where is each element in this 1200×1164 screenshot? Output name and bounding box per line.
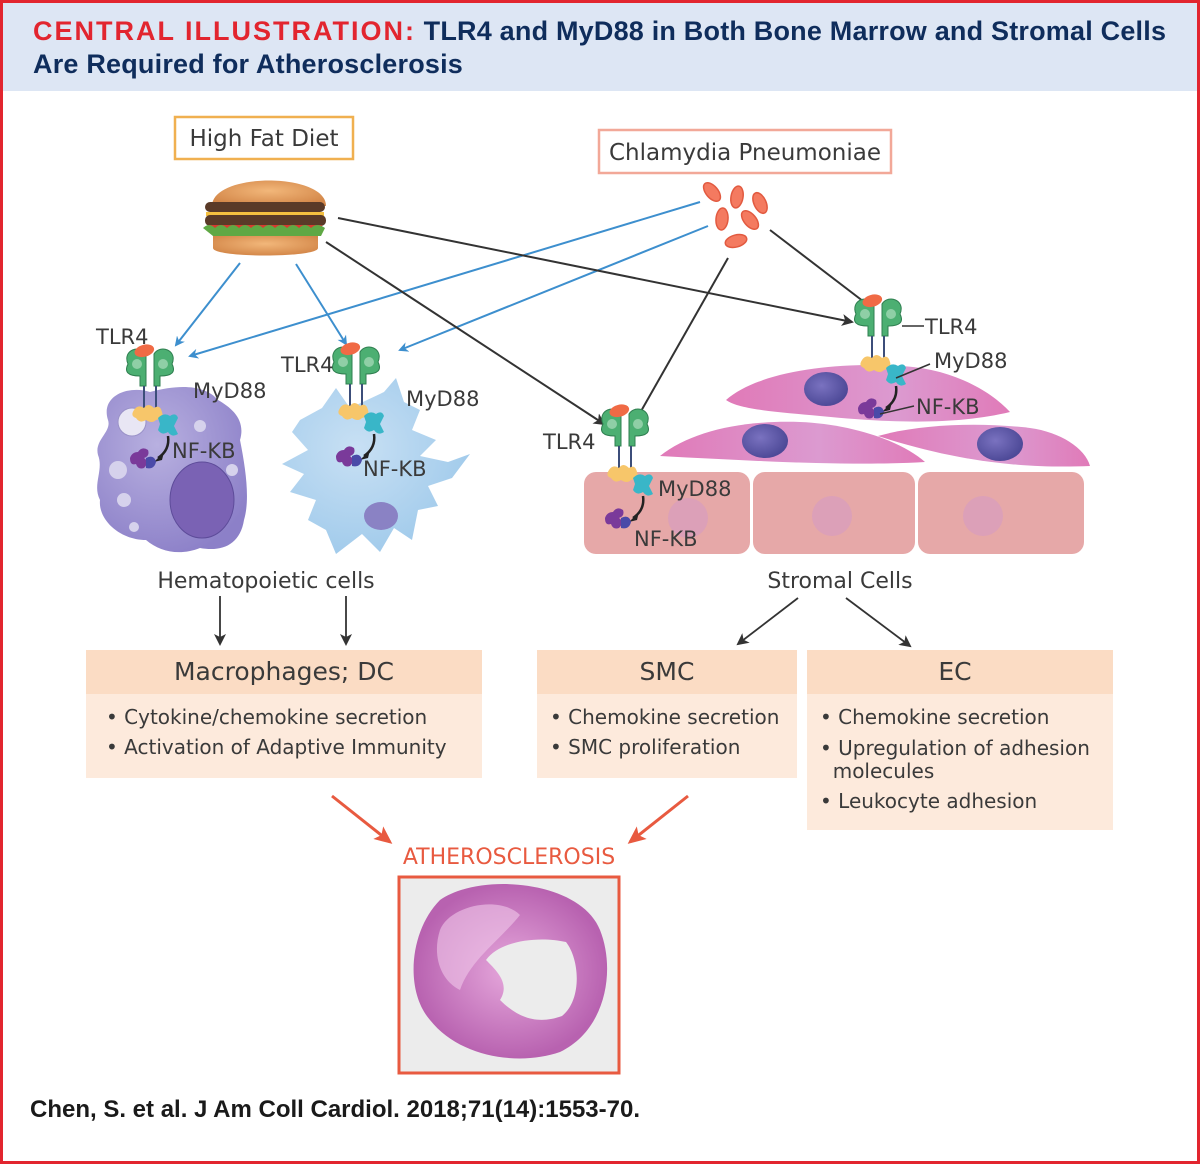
bullet-item: • Chemokine secretion: [550, 705, 779, 729]
blue-arrows: [174, 201, 709, 359]
ec-box: EC • Chemokine secretion • Upregulation …: [807, 650, 1113, 830]
bullet-item: • SMC proliferation: [550, 735, 740, 759]
high-fat-diet-label: High Fat Diet: [190, 126, 339, 152]
nfkb-label-smc: NF-ΚB: [916, 395, 980, 419]
atherosclerosis-arrows: [331, 794, 689, 844]
box-title-smc: SMC: [640, 657, 695, 686]
arrow-diet-to-dc: [295, 263, 348, 346]
dendritic-cell: [282, 378, 470, 554]
hematopoietic-cells-label: Hematopoietic cells: [157, 569, 374, 594]
macrophage-cell: [97, 387, 247, 553]
bullet-item: • Cytokine/chemokine secretion: [106, 705, 427, 729]
arrow-diet-to-ec: [325, 241, 606, 426]
bacteria-icon: [702, 181, 768, 249]
high-fat-diet-box: High Fat Diet: [173, 115, 355, 161]
chlamydia-pneumoniae-label: Chlamydia Pneumoniae: [609, 140, 881, 166]
arrow-diet-to-smc: [337, 217, 854, 326]
arrow-pathogen-to-macrophage: [188, 201, 701, 359]
atherosclerosis-label: ATHEROSCLEROSIS: [403, 845, 615, 870]
bullet-item-continued: molecules: [820, 759, 934, 783]
tlr4-label-dc: TLR4: [280, 353, 333, 377]
myd88-label-dc: MyD88: [406, 387, 479, 411]
endothelial-cells: [584, 472, 1084, 554]
nfkb-leader-line: [879, 405, 915, 415]
hamburger-icon: [203, 180, 326, 256]
outcome-arrows: [214, 596, 912, 648]
arrow-pathogen-to-smc: [769, 229, 874, 310]
arrow-to-smc: [736, 597, 799, 646]
arrow-diet-to-macrophage: [174, 262, 241, 347]
arrow-hematopoietic-to-atherosclerosis: [331, 794, 393, 844]
arrow-pathogen-to-dc: [398, 225, 709, 352]
macrophages-dc-box: Macrophages; DC • Cytokine/chemokine sec…: [86, 650, 482, 778]
myd88-label-ec: MyD88: [658, 477, 731, 501]
nfkb-label-ec: NF-ΚB: [634, 527, 698, 551]
tlr4-label-macrophage: TLR4: [95, 325, 148, 349]
nfkb-label-dc: NF-ΚB: [363, 457, 427, 481]
page-title: CENTRAL ILLUSTRATION: TLR4 and MyD88 in …: [33, 15, 1173, 81]
bullet-item: • Activation of Adaptive Immunity: [106, 735, 447, 759]
title-text: TLR4 and MyD88 in Both Bone Marrow and S…: [33, 16, 1167, 79]
arrow-to-ec: [845, 597, 912, 648]
nfkb-label-macrophage: NF-ΚB: [172, 439, 236, 463]
black-arrows: [325, 217, 874, 426]
myd88-leader-line: [895, 363, 931, 379]
tlr4-label-smc: TLR4: [924, 315, 977, 339]
histology-image: [397, 875, 621, 1075]
box-title-macrophages: Macrophages; DC: [174, 657, 394, 686]
header-banner: CENTRAL ILLUSTRATION: TLR4 and MyD88 in …: [3, 3, 1197, 91]
title-lead: CENTRAL ILLUSTRATION:: [33, 16, 416, 46]
smooth-muscle-cells: [660, 365, 1090, 467]
bullet-item: • Upregulation of adhesion: [820, 736, 1090, 760]
chlamydia-pneumoniae-box: Chlamydia Pneumoniae: [597, 128, 893, 175]
smc-box: SMC • Chemokine secretion • SMC prolifer…: [537, 650, 797, 778]
myd88-label-smc: MyD88: [934, 349, 1007, 373]
bullet-item: • Leukocyte adhesion: [820, 789, 1037, 813]
myd88-label-macrophage: MyD88: [193, 379, 266, 403]
box-title-ec: EC: [938, 657, 971, 686]
bullet-item: • Chemokine secretion: [820, 705, 1049, 729]
tlr4-label-ec: TLR4: [542, 430, 595, 454]
stromal-cells-label: Stromal Cells: [767, 569, 912, 594]
arrow-pathogen-to-ec: [635, 257, 729, 422]
arrow-stromal-to-atherosclerosis: [627, 794, 689, 844]
citation: Chen, S. et al. J Am Coll Cardiol. 2018;…: [30, 1096, 641, 1123]
